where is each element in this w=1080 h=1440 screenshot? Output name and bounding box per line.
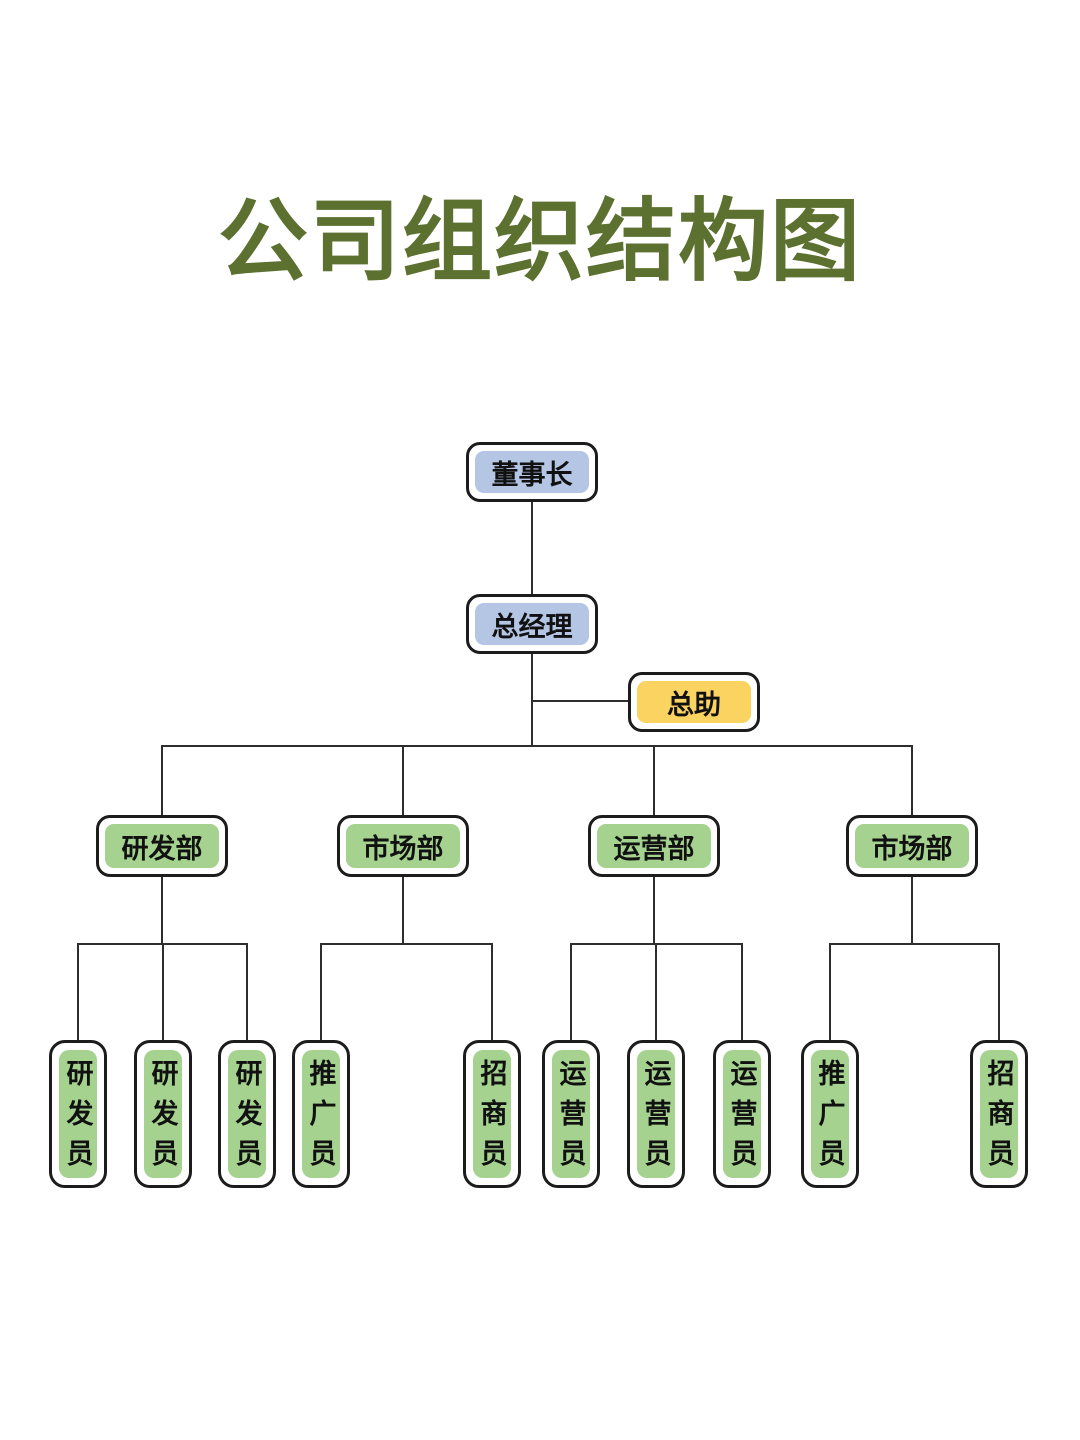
connector-leaf-drop [77,943,79,1040]
connector-leaf-drop [998,943,1000,1040]
node-chairman: 董事长 [466,442,598,502]
node-investment-1: 招商员 [463,1040,521,1188]
node-rd-staff-1: 研发员 [49,1040,107,1188]
connector-leaf-drop [655,943,657,1040]
node-operator-3: 运营员 [713,1040,771,1188]
node-assistant-label: 总助 [637,681,751,723]
node-promoter-2-label: 推广员 [811,1050,849,1179]
node-general-manager: 总经理 [466,594,598,654]
connector-leaf-drop [570,943,572,1040]
node-promoter-1-label: 推广员 [302,1050,340,1179]
node-operator-2: 运营员 [627,1040,685,1188]
connector-assistant [531,700,628,702]
node-dept-marketing-1: 市场部 [337,815,469,877]
node-promoter-1: 推广员 [292,1040,350,1188]
connector-chairman-gm [531,502,533,594]
node-dept-marketing-1-label: 市场部 [346,824,460,868]
node-rd-staff-1-label: 研发员 [59,1050,97,1179]
node-dept-operations-label: 运营部 [597,824,711,868]
node-dept-rd-label: 研发部 [105,824,219,868]
connector-bus-dept2 [320,943,493,945]
connector-leaf-drop [829,943,831,1040]
node-rd-staff-2-label: 研发员 [144,1050,182,1179]
node-rd-staff-2: 研发员 [134,1040,192,1188]
node-rd-staff-3: 研发员 [218,1040,276,1188]
node-investment-1-label: 招商员 [473,1050,511,1179]
node-rd-staff-3-label: 研发员 [228,1050,266,1179]
node-general-manager-label: 总经理 [475,603,589,645]
node-promoter-2: 推广员 [801,1040,859,1188]
node-dept-marketing-2-label: 市场部 [855,824,969,868]
connector-leaf-drop [491,943,493,1040]
node-investment-2: 招商员 [970,1040,1028,1188]
connector-leaf-drop [246,943,248,1040]
node-chairman-label: 董事长 [475,451,589,493]
node-operator-2-label: 运营员 [637,1050,675,1179]
node-dept-operations: 运营部 [588,815,720,877]
node-operator-1-label: 运营员 [552,1050,590,1179]
node-assistant: 总助 [628,672,760,732]
connector-bus-dept4 [829,943,1000,945]
page-title: 公司组织结构图 [218,192,862,292]
connector-leaf-drop [741,943,743,1040]
node-operator-3-label: 运营员 [723,1050,761,1179]
node-operator-1: 运营员 [542,1040,600,1188]
connector-leaf-drop [320,943,322,1040]
node-dept-marketing-2: 市场部 [846,815,978,877]
node-dept-rd: 研发部 [96,815,228,877]
connector-bus-level1 [161,745,913,747]
node-investment-2-label: 招商员 [980,1050,1018,1179]
connector-leaf-drop [162,943,164,1040]
